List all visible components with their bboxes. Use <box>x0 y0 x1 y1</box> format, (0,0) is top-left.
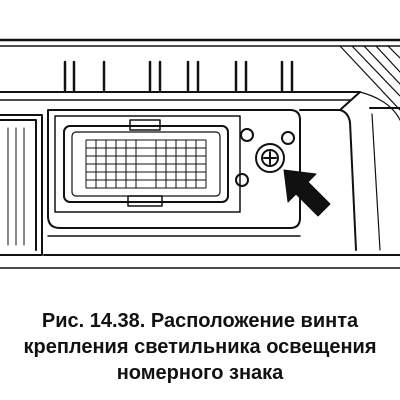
lamp-bulb-grid <box>85 139 207 189</box>
bumper-ribs <box>63 60 294 92</box>
corner-hatch <box>339 45 400 121</box>
screw-icon <box>255 143 285 173</box>
caption-line: Рис. 14.38. Расположение винта <box>41 310 359 332</box>
bumper-top-edge <box>0 38 400 101</box>
mounting-holes <box>235 128 295 187</box>
lamp-recess <box>47 109 301 229</box>
right-panel <box>299 91 400 251</box>
license-plate-light-drawing <box>0 38 400 269</box>
caption-line: номерного знака <box>116 362 284 384</box>
technical-illustration <box>0 38 400 269</box>
figure-caption: Рис. 14.38. Расположение винта крепления… <box>0 308 400 386</box>
caption-line: крепления светильника освещения <box>23 336 377 358</box>
arrow-icon <box>283 169 331 217</box>
recess-bottom <box>0 235 400 269</box>
left-panel <box>0 114 43 256</box>
lamp-tabs <box>127 119 163 207</box>
